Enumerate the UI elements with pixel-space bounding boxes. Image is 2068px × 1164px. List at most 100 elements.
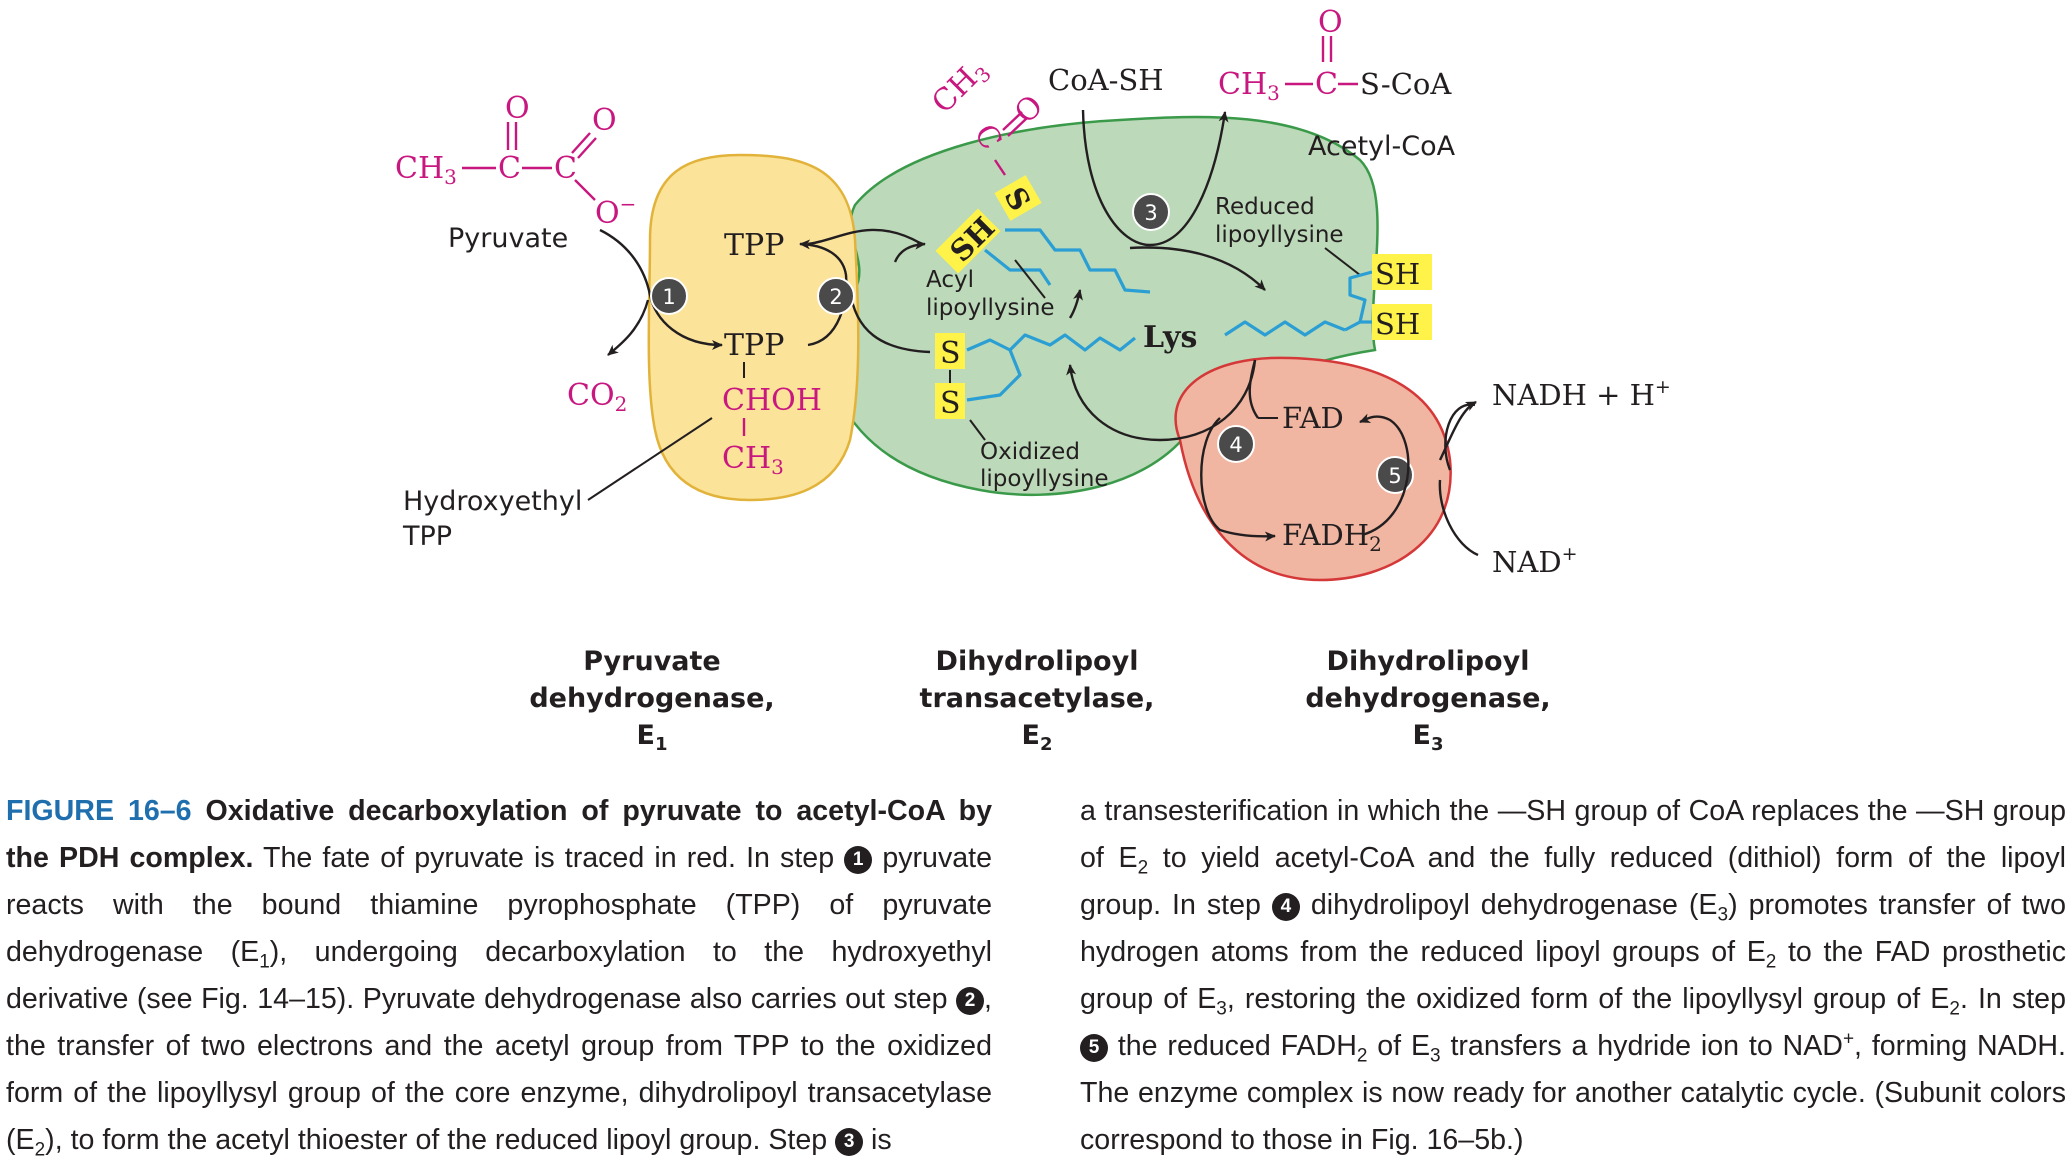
hydroxyethyl-line2: TPP [402, 521, 452, 552]
svg-text:E2: E2 [1022, 720, 1053, 755]
svg-text:4: 4 [1229, 433, 1242, 457]
caption-left-column: FIGURE 16–6 Oxidative decarboxylation of… [6, 788, 992, 1164]
choh-label: CHOH [722, 383, 822, 418]
nad-label: NAD+ [1492, 543, 1578, 579]
ox-s2-highlight [935, 383, 965, 419]
pyruvate-c2: C [554, 151, 577, 186]
svg-text:E3: E3 [1413, 720, 1444, 755]
svg-text:CH3: CH3 [1218, 67, 1280, 105]
caption-text: to yield acetyl-CoA and the fully reduce… [1080, 842, 2066, 921]
subscript: 3 [1430, 1045, 1441, 1067]
ch3-label: CH3 [722, 441, 784, 479]
step-badge-inline: 5 [1080, 1034, 1108, 1062]
subscript: 3 [1216, 998, 1227, 1020]
subscript: 2 [1356, 1045, 1368, 1067]
fadh2-label: FADH2 [1282, 518, 1382, 556]
acyl-label-line1: Acyl [926, 267, 974, 293]
step-badge-3: 3 [1132, 193, 1170, 231]
pyruvate-structure: O CH3 C C O O− Pyruvate [395, 91, 636, 254]
superscript: + [1842, 1028, 1855, 1050]
step-badge-5: 5 [1376, 456, 1414, 494]
enzyme3-label: Dihydrolipoyl dehydrogenase, E3 [1305, 646, 1550, 755]
reduced-label-line1: Reduced [1215, 194, 1315, 220]
pyruvate-label: Pyruvate [448, 223, 568, 254]
svg-text:O: O [1318, 5, 1343, 40]
sh2-highlight [1372, 304, 1432, 340]
acetylcoa-structure: O CH3 C S-CoA [1218, 5, 1452, 105]
caption-text: , the transfer of two electrons and the … [6, 983, 992, 1156]
svg-text:O: O [1008, 88, 1050, 130]
pyruvate-o-double: O [592, 103, 617, 138]
sh2-label: SH [1375, 307, 1420, 341]
pyruvate-ch3: CH3 [395, 151, 457, 189]
sh1-label: SH [1375, 257, 1420, 291]
caption-text: ), to form the acetyl thioester of the r… [45, 1124, 836, 1156]
subscript: 2 [34, 1139, 46, 1161]
ox-s1-highlight [935, 333, 965, 369]
enzyme1-label: Pyruvate dehydrogenase, E1 [529, 646, 774, 755]
coash-label: CoA-SH [1048, 63, 1164, 97]
caption-text: is [863, 1124, 892, 1156]
pyruvate-o-minus: O− [595, 192, 636, 231]
svg-text:Dihydrolipoyl: Dihydrolipoyl [1327, 646, 1530, 677]
caption-text: ) promotes transfer of two hydrogen atom… [1080, 889, 2066, 968]
co2-label: CO2 [567, 378, 627, 416]
caption-right-column: a transesterification in which the —SH g… [1080, 788, 2066, 1164]
acetylcoa-name: Acetyl-CoA [1308, 131, 1456, 162]
svg-text:E1: E1 [637, 720, 668, 755]
svg-text:Dihydrolipoyl: Dihydrolipoyl [936, 646, 1139, 677]
caption-text: pyruvate reacts with the bound thiamine … [6, 842, 993, 968]
caption-text: , restoring the oxidized form of the lip… [1226, 983, 1950, 1015]
figure-title: Oxidative decarboxylation of pyruvate to… [6, 795, 992, 874]
svg-text:CH3: CH3 [925, 52, 996, 123]
figure-number: FIGURE 16–6 [6, 795, 192, 827]
pyruvate-c1: C [498, 151, 521, 186]
ox-s1: S [940, 336, 961, 371]
svg-text:3: 3 [1144, 201, 1157, 225]
subscript: 2 [1137, 857, 1149, 879]
lys-label: Lys [1143, 320, 1197, 355]
svg-text:2: 2 [829, 285, 842, 309]
subscript: 3 [1717, 904, 1729, 926]
fad-label: FAD [1282, 401, 1344, 435]
nadh-label: NADH + H+ [1492, 376, 1671, 412]
enzyme2-label: Dihydrolipoyl transacetylase, E2 [920, 646, 1155, 755]
step-badge-inline: 3 [835, 1128, 864, 1156]
tpp-bottom-label: TPP [724, 328, 784, 363]
svg-text:transacetylase,: transacetylase, [920, 683, 1155, 714]
caption-text: of E [1367, 1030, 1431, 1062]
svg-text:5: 5 [1388, 464, 1401, 488]
caption-text: , forming NADH. The enzyme complex is no… [1080, 1030, 2066, 1156]
hydroxyethyl-line1: Hydroxyethyl [403, 486, 582, 517]
tpp-top-label: TPP [724, 228, 784, 263]
svg-text:S-CoA: S-CoA [1360, 67, 1452, 101]
step-badge-inline: 1 [844, 846, 873, 874]
ox-s2: S [940, 386, 961, 421]
caption-text: . In step [1959, 983, 2066, 1015]
step-badge-2: 2 [817, 277, 855, 315]
sh1-highlight [1372, 254, 1432, 290]
step-badge-inline: 2 [956, 987, 985, 1015]
subscript: 2 [1765, 951, 1777, 973]
pyruvate-o-top: O [505, 91, 530, 126]
subscript: 2 [1949, 998, 1960, 1020]
step-badge-inline: 4 [1271, 893, 1300, 921]
svg-text:dehydrogenase,: dehydrogenase, [1305, 683, 1550, 714]
caption-text: transfers a hydride ion to NAD [1440, 1030, 1843, 1062]
subscript: 1 [259, 951, 270, 973]
pdh-complex-diagram: O CH3 C C O O− Pyruvate CO2 TPP TPP CHOH… [395, 5, 1671, 755]
ox-label-line2: lipoyllysine [980, 466, 1109, 492]
reduced-label-line2: lipoyllysine [1215, 222, 1344, 248]
svg-text:Pyruvate: Pyruvate [583, 646, 720, 677]
caption-text: dihydrolipoyl dehydrogenase (E [1299, 889, 1718, 921]
caption-text: a transesterification in which the —SH g… [1080, 795, 2066, 874]
ox-label-line1: Oxidized [980, 439, 1080, 465]
svg-text:1: 1 [662, 285, 675, 309]
caption-text: the reduced FADH [1108, 1030, 1357, 1062]
svg-text:C: C [1315, 67, 1338, 102]
step-badge-4: 4 [1217, 425, 1255, 463]
caption-text: to the FAD prosthetic group of E [1080, 936, 2067, 1015]
svg-text:dehydrogenase,: dehydrogenase, [529, 683, 774, 714]
caption-text: The fate of pyruvate is traced in red. I… [253, 842, 845, 874]
step-badge-1: 1 [650, 277, 688, 315]
